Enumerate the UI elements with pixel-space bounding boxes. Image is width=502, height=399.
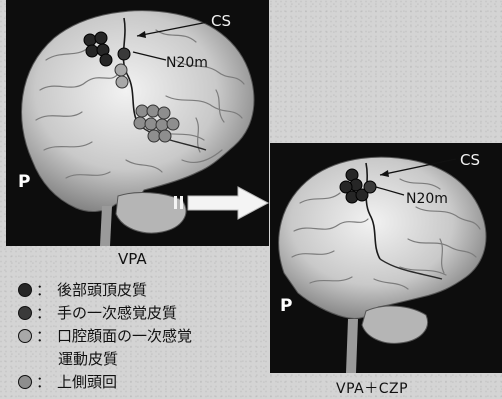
brain-hemisphere — [279, 157, 486, 318]
legend: ： 後部頭頂皮質 ： 手の一次感覚皮質 ： 口腔顔面の一次感覚 運動皮質 ： 上… — [18, 278, 192, 393]
posterior-side-label-left: P — [18, 172, 30, 192]
legend-label: 口腔顔面の一次感覚 — [57, 325, 192, 346]
legend-item-hand-sensory: ： 手の一次感覚皮質 — [18, 301, 192, 324]
dot-orofacial — [116, 76, 128, 88]
legend-label: 運動皮質 — [58, 348, 118, 369]
hand-sensory-dots — [118, 48, 130, 60]
dot-hand-sensory — [364, 181, 376, 193]
dot-posterior-parietal — [100, 54, 112, 66]
legend-item-posterior-parietal: ： 後部頭頂皮質 — [18, 278, 192, 301]
dot-superior-temporal — [134, 117, 146, 129]
legend-swatch-icon — [18, 329, 32, 343]
transition-arrow — [172, 183, 272, 227]
cs-label: CS — [460, 151, 480, 169]
legend-item-superior-temporal: ： 上側頭回 — [18, 370, 192, 393]
cerebellum — [362, 306, 428, 343]
caption-vpa: VPA — [118, 250, 147, 268]
brainstem — [346, 319, 358, 373]
legend-swatch-icon — [18, 306, 32, 320]
brainstem — [100, 206, 112, 246]
brain-panel-vpa-czp: CS N20m — [270, 143, 502, 373]
cs-label: CS — [211, 12, 231, 30]
legend-swatch-icon — [18, 375, 32, 389]
n20m-label: N20m — [406, 191, 448, 207]
dot-orofacial — [115, 64, 127, 76]
arrow-right-icon — [172, 183, 272, 223]
legend-separator: ： — [36, 302, 51, 323]
legend-label: 手の一次感覚皮質 — [57, 302, 177, 323]
legend-swatch-icon — [18, 283, 32, 297]
dot-posterior-parietal — [86, 45, 98, 57]
dot-superior-temporal — [167, 118, 179, 130]
posterior-side-label-right: P — [280, 296, 292, 316]
hand-sensory-dots — [364, 181, 376, 193]
legend-label: 後部頭頂皮質 — [57, 279, 147, 300]
dot-hand-sensory — [118, 48, 130, 60]
dot-superior-temporal — [156, 119, 168, 131]
dot-superior-temporal — [159, 130, 171, 142]
legend-item-orofacial: ： 口腔顔面の一次感覚 — [18, 324, 192, 347]
legend-item-orofacial-continued: 運動皮質 — [18, 347, 192, 370]
n20m-label: N20m — [166, 55, 208, 71]
brain-diagram-vpa-czp: CS N20m — [270, 143, 502, 373]
legend-separator: ： — [36, 371, 51, 392]
dot-superior-temporal — [158, 107, 170, 119]
dot-superior-temporal — [148, 130, 160, 142]
caption-vpa-czp: VPA＋CZP — [336, 378, 408, 398]
dot-posterior-parietal — [95, 32, 107, 44]
legend-separator: ： — [36, 279, 51, 300]
dot-superior-temporal — [147, 105, 159, 117]
arrow-bar-2 — [180, 196, 183, 209]
legend-separator: ： — [36, 325, 51, 346]
dot-posterior-parietal — [84, 34, 96, 46]
arrow-bar-1 — [174, 196, 177, 209]
arrow-body — [188, 187, 268, 219]
dot-superior-temporal — [136, 105, 148, 117]
dot-superior-temporal — [145, 118, 157, 130]
legend-label: 上側頭回 — [57, 371, 117, 392]
